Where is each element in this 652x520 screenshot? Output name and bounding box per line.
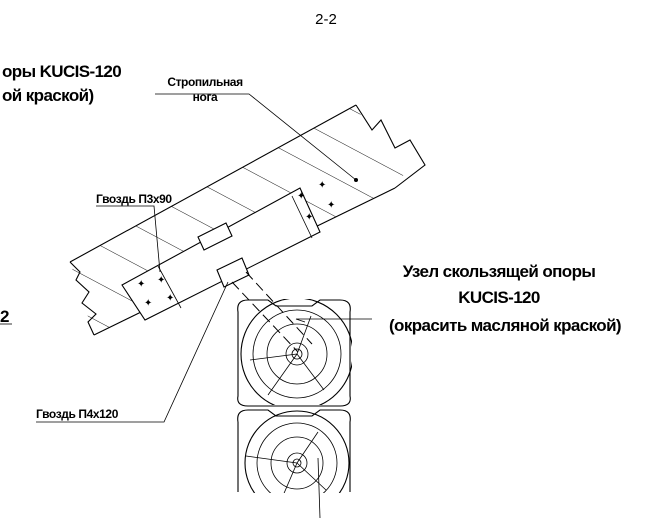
svg-text:✦: ✦ [318,180,326,191]
leader-lines [36,93,372,519]
svg-text:✦: ✦ [157,275,165,286]
rafter-label-2: нога [193,90,218,104]
svg-text:✦: ✦ [137,279,145,290]
svg-text:✦: ✦ [144,298,152,309]
upper-log [237,299,352,407]
top-left-label-2: ой краской) [2,86,94,105]
svg-text:✦: ✦ [305,212,313,223]
node-label-2: KUCIS-120 [458,288,540,307]
top-left-label-1: оры KUCIS-120 [2,62,121,81]
nail-marks-left: ✦ ✦ ✦ ✦ [137,275,174,309]
rafter-label-1: Стропильная [167,75,243,89]
svg-text:✦: ✦ [297,191,305,202]
nail-marks-right: ✦ ✦ ✦ ✦ [297,180,335,223]
nail-small-label: Гвоздь П3х90 [96,192,172,206]
left-edge-mark: 2 [0,307,9,326]
node-label-3: (окрасить масляной краской) [389,316,621,335]
svg-text:✦: ✦ [327,200,335,211]
lower-log [237,409,351,493]
svg-text:✦: ✦ [166,293,174,304]
section-title: 2-2 [315,11,337,28]
nail-large-label: Гвоздь П4х120 [36,407,119,421]
node-label-1: Узел скользящей опоры [403,262,596,281]
dashed-guides [231,271,313,353]
